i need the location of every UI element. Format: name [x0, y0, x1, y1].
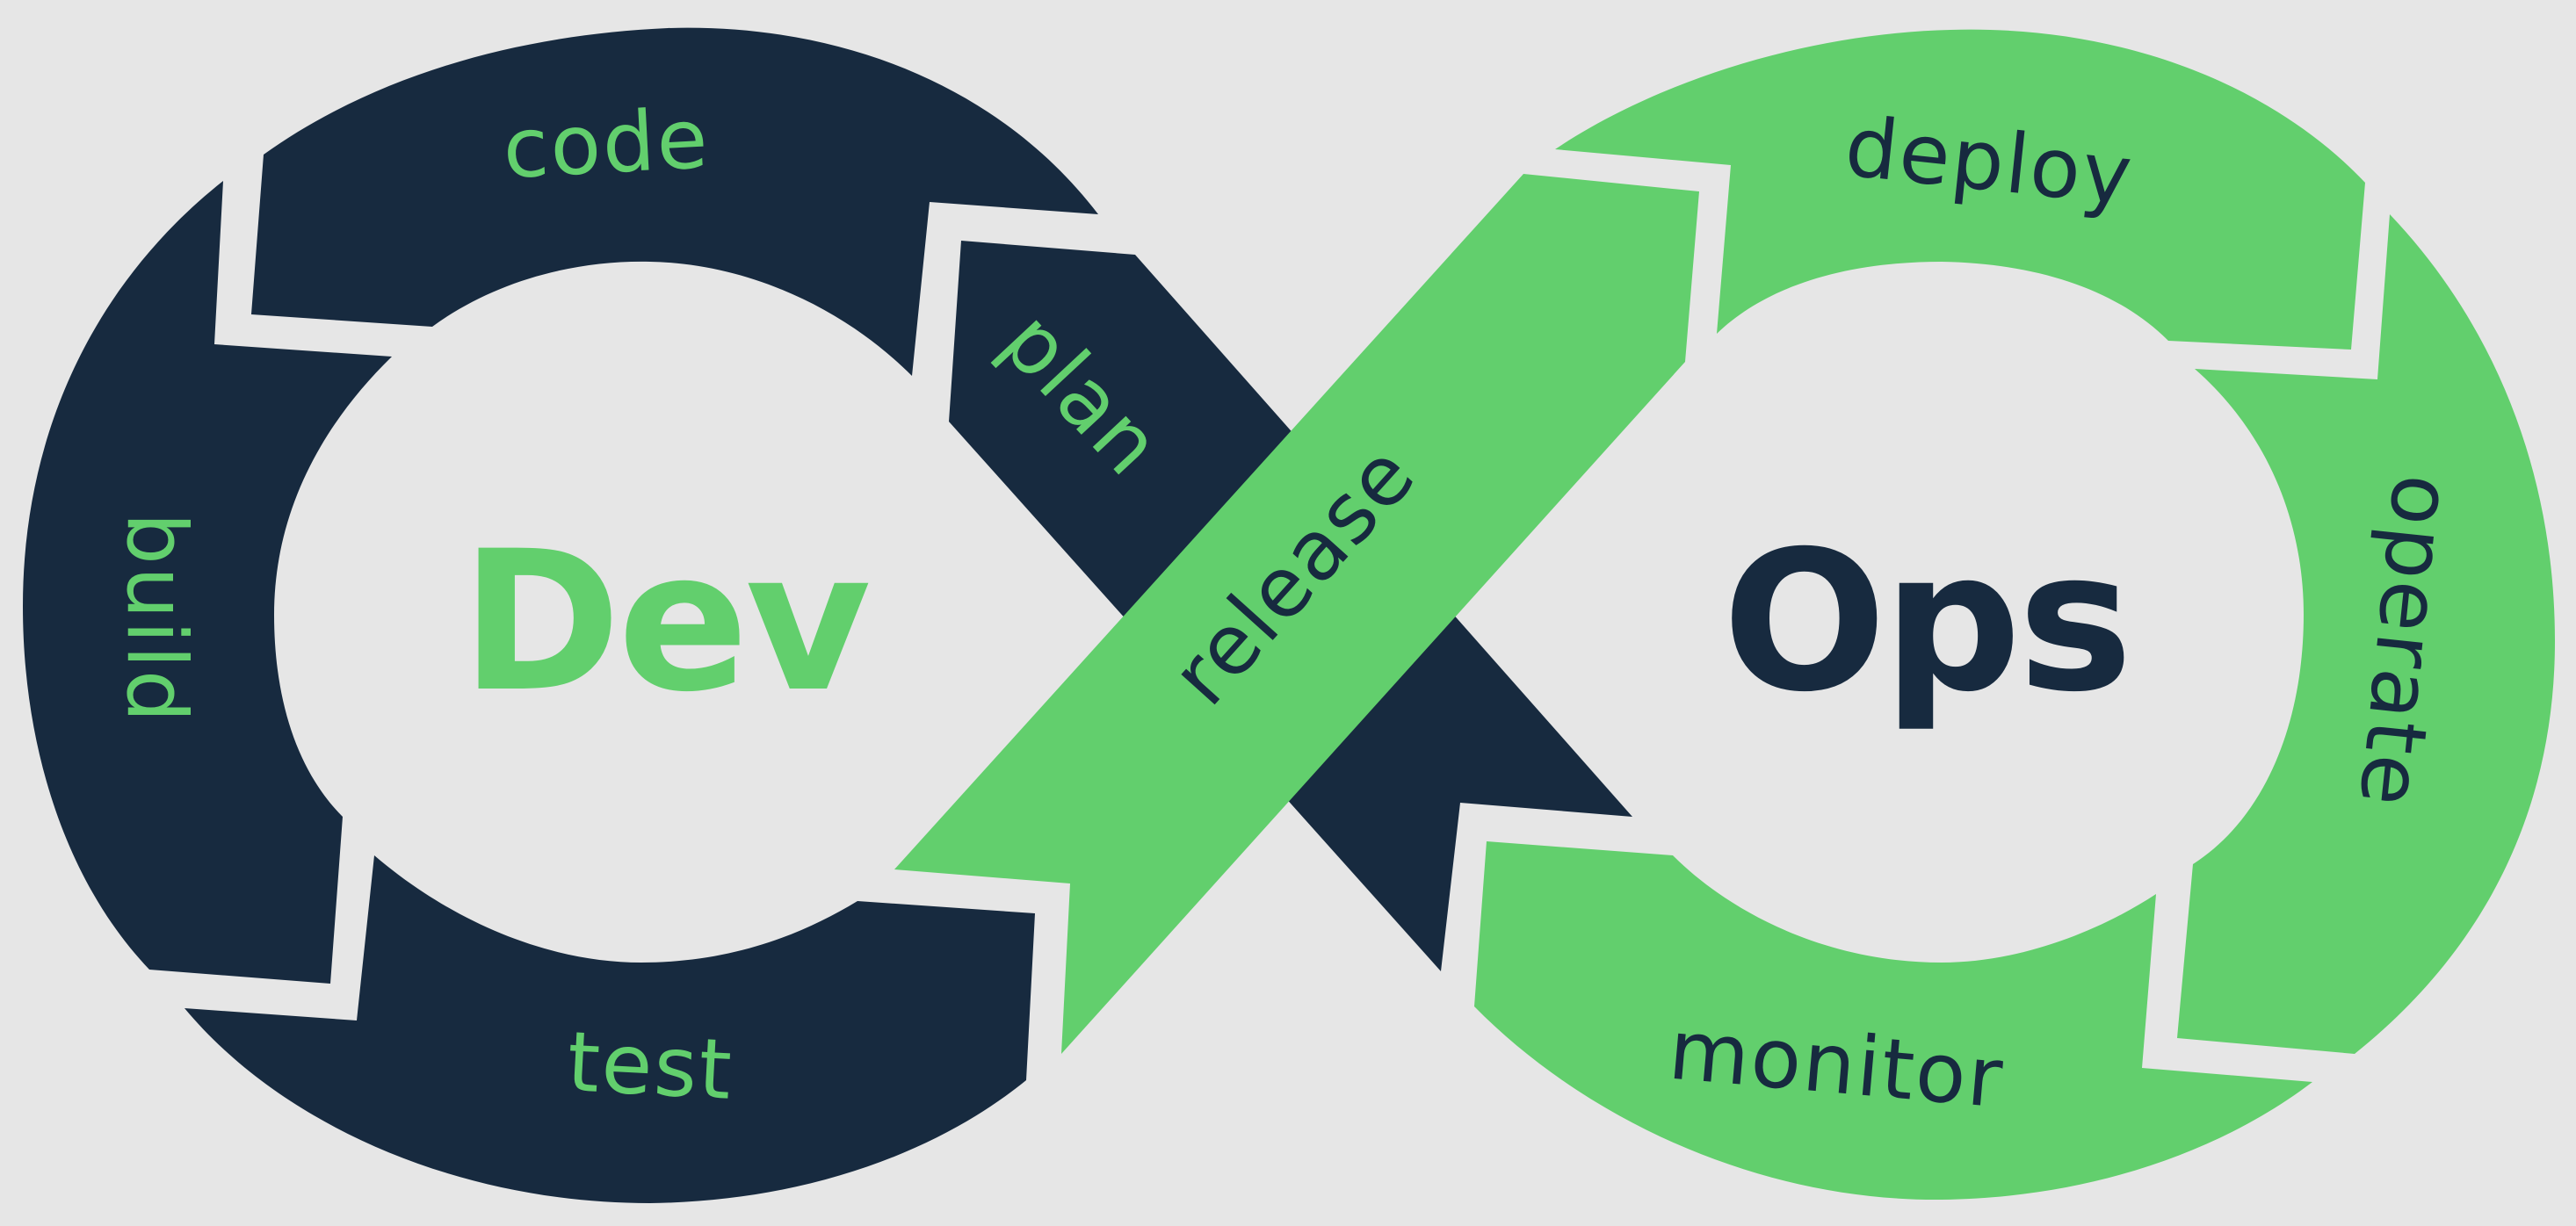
label-build: build — [108, 512, 204, 724]
dev-loop — [23, 27, 1632, 1203]
segment-deploy — [1555, 29, 2365, 350]
segment-monitor — [1474, 841, 2312, 1201]
ops-loop — [894, 29, 2555, 1201]
segment-build — [23, 181, 392, 984]
ops-title: Ops — [1722, 509, 2129, 734]
segment-release — [894, 174, 1699, 1054]
segment-test — [185, 855, 1035, 1203]
dev-title: Dev — [460, 509, 869, 734]
segment-code — [251, 27, 1098, 377]
label-test: test — [565, 1014, 735, 1119]
segment-operate — [2177, 214, 2555, 1054]
label-code: code — [501, 91, 712, 198]
